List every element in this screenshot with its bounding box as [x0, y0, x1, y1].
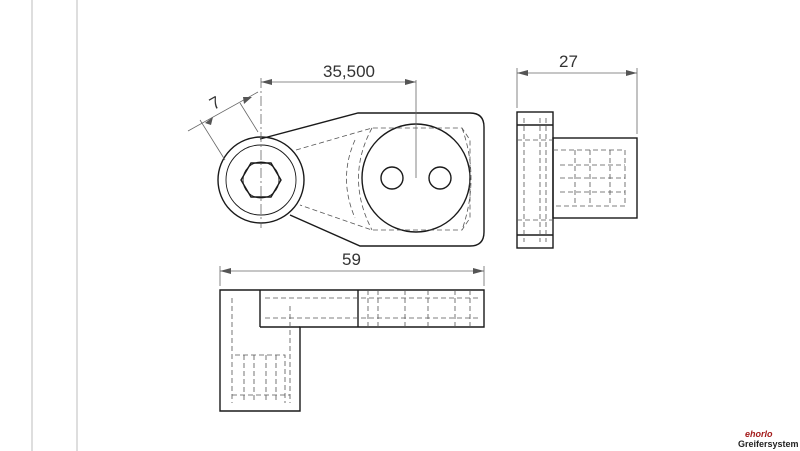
- dimension-angle: 7: [187, 91, 259, 161]
- dimension-length: 59: [219, 250, 485, 286]
- dimension-text-length: 59: [342, 250, 361, 269]
- dimension-text-center-distance: 35,500: [323, 62, 375, 81]
- logo-mark: ehorlo: [745, 429, 773, 439]
- dimension-width: 27: [516, 52, 638, 134]
- side-view: [516, 111, 638, 249]
- front-view: [219, 289, 485, 412]
- dimension-text-angle: 7: [206, 92, 224, 113]
- logo-tagline: Greifersystem: [738, 439, 799, 449]
- dimension-center-distance: 35,500: [261, 62, 416, 85]
- top-view: [217, 78, 485, 247]
- company-logo: ehorlo Greifersystem: [738, 429, 799, 449]
- sheet-frame: [31, 0, 78, 451]
- dimension-text-width: 27: [559, 52, 578, 71]
